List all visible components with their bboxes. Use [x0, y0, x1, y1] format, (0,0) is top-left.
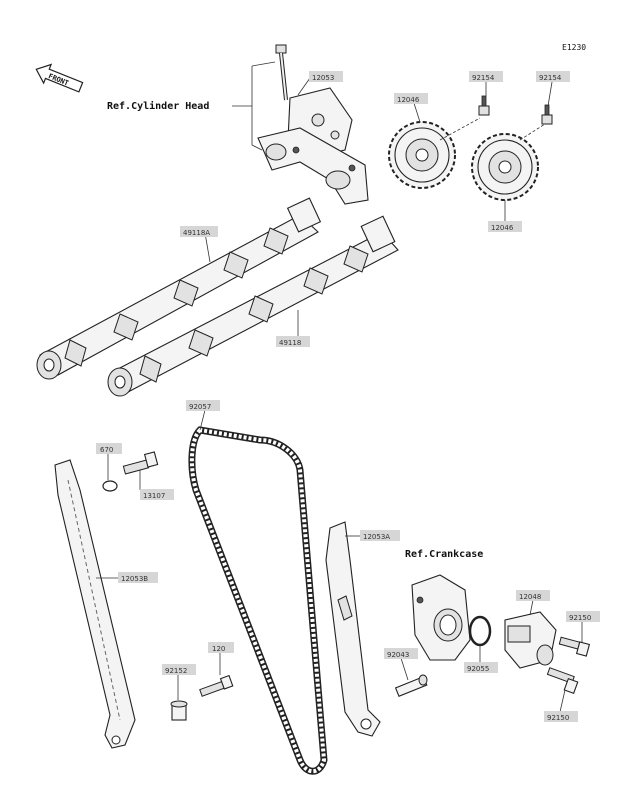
washer-670	[102, 480, 118, 492]
front-label: FRONT	[47, 72, 70, 87]
camshaft-lower	[107, 215, 399, 397]
part-label-12046-a: 12046	[394, 93, 428, 104]
front-arrow-icon: FRONT	[35, 63, 84, 93]
svg-text:92154: 92154	[539, 74, 562, 82]
svg-text:12046: 12046	[397, 96, 420, 104]
diagram-code: E1230	[562, 43, 586, 52]
part-label-49118A: 49118A	[180, 226, 218, 237]
svg-text:92043: 92043	[387, 651, 409, 659]
svg-text:92055: 92055	[467, 665, 489, 673]
part-label-120: 120	[208, 642, 234, 653]
part-label-92150-a: 92150	[566, 611, 600, 622]
part-label-92057: 92057	[186, 400, 220, 411]
part-label-92150-b: 92150	[544, 711, 578, 722]
part-label-92154-b: 92154	[536, 71, 570, 82]
svg-text:49118A: 49118A	[183, 229, 210, 237]
svg-text:12053B: 12053B	[121, 575, 148, 583]
sprocket-bolt-b	[541, 104, 553, 125]
part-label-12053A: 12053A	[360, 530, 400, 541]
part-label-92154-a: 92154	[469, 71, 503, 82]
part-label-92055: 92055	[464, 662, 498, 673]
ref-cylinder-head: Ref.Cylinder Head	[107, 100, 209, 112]
chain-guide-left	[54, 459, 136, 749]
part-label-13107: 13107	[140, 489, 174, 500]
leader-lines	[96, 77, 583, 713]
tensioner-bolt-b	[546, 667, 579, 695]
svg-text:92152: 92152	[165, 667, 187, 675]
sprocket-upper	[388, 121, 456, 189]
part-label-12048: 12048	[516, 590, 550, 601]
svg-text:13107: 13107	[143, 492, 165, 500]
tensioner-bolt-a	[558, 636, 591, 657]
camshaft-upper	[36, 197, 322, 380]
svg-text:12048: 12048	[519, 593, 541, 601]
svg-text:92154: 92154	[472, 74, 495, 82]
part-label-92043: 92043	[384, 648, 418, 659]
part-label-12053B: 12053B	[118, 572, 158, 583]
svg-text:12053A: 12053A	[363, 533, 390, 541]
cam-chain	[188, 426, 328, 775]
dowel-pin-92043	[394, 674, 428, 697]
svg-text:92057: 92057	[189, 403, 211, 411]
svg-text:120: 120	[212, 645, 225, 653]
chain-tensioner	[504, 611, 557, 669]
svg-text:12053: 12053	[312, 74, 334, 82]
cam-cap-holder	[257, 44, 369, 205]
sprocket-lower	[471, 133, 539, 201]
tensioner-guide	[325, 521, 381, 737]
ref-crankcase: Ref.Crankcase	[405, 549, 483, 560]
part-label-670: 670	[96, 443, 122, 454]
guide-bolt-92152	[170, 700, 188, 721]
guide-bolt-120	[199, 674, 234, 697]
svg-text:670: 670	[100, 446, 113, 454]
o-ring-92055	[468, 615, 492, 647]
guide-bolt-13107	[122, 451, 159, 475]
part-label-49118: 49118	[276, 336, 310, 347]
sprocket-bolt-a	[478, 95, 490, 116]
svg-text:12046: 12046	[491, 224, 514, 232]
crankcase-mount	[411, 574, 471, 661]
part-label-12046-b: 12046	[488, 221, 522, 232]
svg-text:92150: 92150	[547, 714, 569, 722]
svg-text:92150: 92150	[569, 614, 591, 622]
svg-text:49118: 49118	[279, 339, 301, 347]
part-label-92152: 92152	[162, 664, 196, 675]
part-label-12053: 12053	[309, 71, 343, 82]
